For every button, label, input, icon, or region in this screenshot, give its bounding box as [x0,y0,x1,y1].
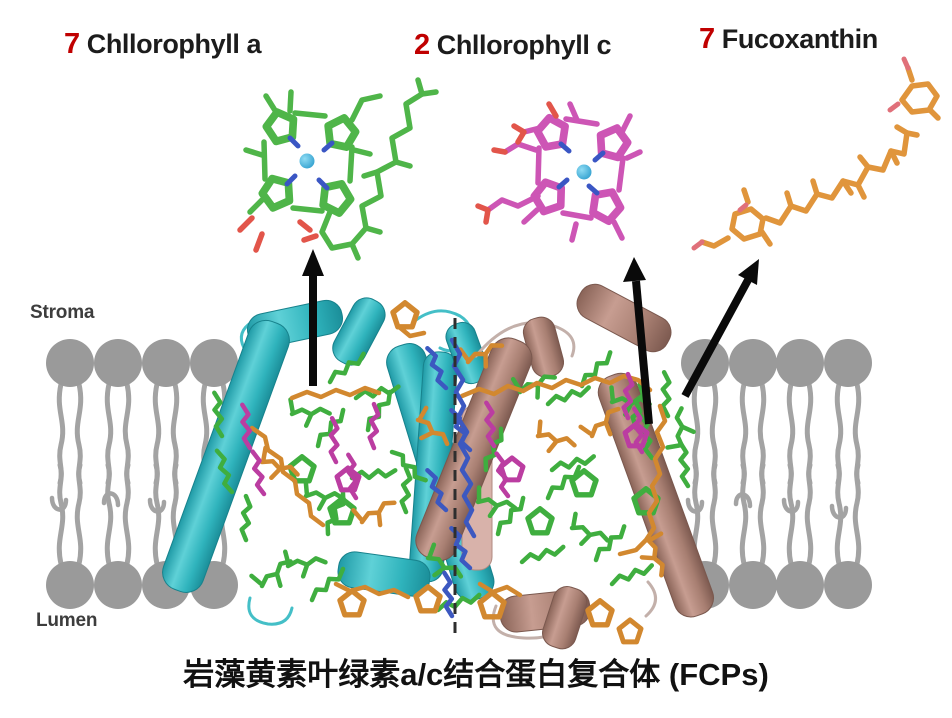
oxygen-atoms [475,101,559,225]
nitrogen-atoms [284,135,335,191]
nitrogen-atoms [556,141,606,196]
fucoxanthin-count: 7 [699,23,715,55]
arrow-to-chlorophyll-c [623,257,653,425]
chlorophyll-a-name: Chllorophyll a [86,29,262,59]
arrow-to-fucoxanthin [681,259,759,398]
magnesium-atom [576,164,592,180]
fucoxanthin-name: Fucoxanthin [721,24,879,54]
bound-fucoxanthin-pigments [249,303,668,642]
figure-caption: 岩藻黄素叶绿素a/c结合蛋白复合体 (FCPs) [183,657,769,692]
chlorophyll-c-count: 2 [414,29,430,61]
membrane-right [681,339,872,609]
lumen-label: Lumen [36,610,98,631]
arrow-to-chlorophyll-a [302,249,324,386]
magnesium-atom [299,153,315,169]
chlorophyll-a-structure [237,77,439,261]
chlorophyll-c-structure [475,101,643,243]
chlorophyll-a-count: 7 [64,28,80,60]
fucoxanthin-structure [691,56,941,251]
chlorophyll-c-name: Chllorophyll c [436,30,612,60]
bound-blue-pigments [424,337,477,616]
stroma-label: Stroma [30,302,95,323]
oxygen-atoms [691,56,911,251]
oxygen-atoms [237,215,319,253]
